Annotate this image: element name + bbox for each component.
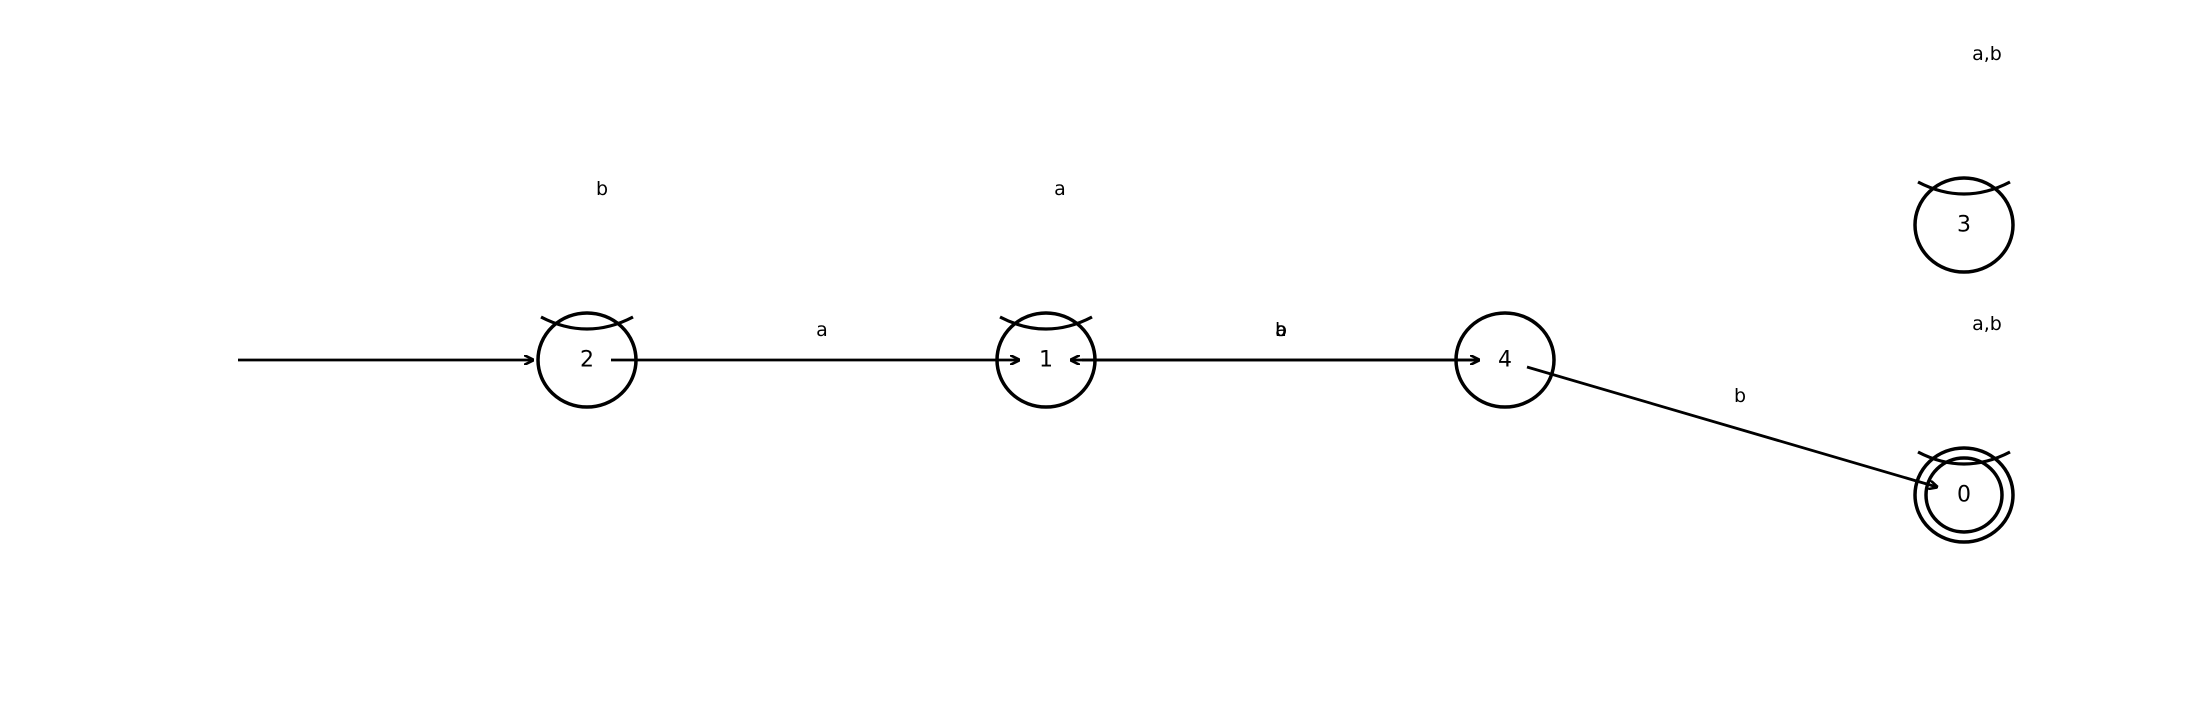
edge-label-2-to-1: a <box>816 319 828 341</box>
state-1: 1 <box>995 311 1097 409</box>
loop-label-0: a,b <box>1972 313 2002 335</box>
accepting-ring-0 <box>1924 456 2004 534</box>
state-label-0: 0 <box>1957 483 1971 508</box>
loop-label-1: a <box>1054 178 1066 200</box>
state-label-4: 4 <box>1498 348 1512 373</box>
state-3: 3 <box>1913 176 2015 274</box>
self-loop-1 <box>999 315 1093 331</box>
edge-label-1-to-4: b <box>1275 319 1287 341</box>
self-loop-2 <box>540 315 634 331</box>
state-2: 2 <box>536 311 638 409</box>
loop-label-2: b <box>596 178 608 200</box>
loop-label-3: a,b <box>1972 43 2002 65</box>
edge-label-4-to-1: a <box>1275 319 1287 341</box>
edge-4-to-0 <box>1526 365 1937 487</box>
self-loop-0 <box>1917 450 2011 466</box>
state-4: 4 <box>1454 311 1556 409</box>
state-0: 0 <box>1913 446 2015 544</box>
state-label-1: 1 <box>1039 348 1053 373</box>
edge-label-4-to-0: b <box>1734 385 1746 407</box>
self-loop-3 <box>1917 180 2011 196</box>
state-label-3: 3 <box>1957 213 1971 238</box>
state-label-2: 2 <box>580 348 594 373</box>
